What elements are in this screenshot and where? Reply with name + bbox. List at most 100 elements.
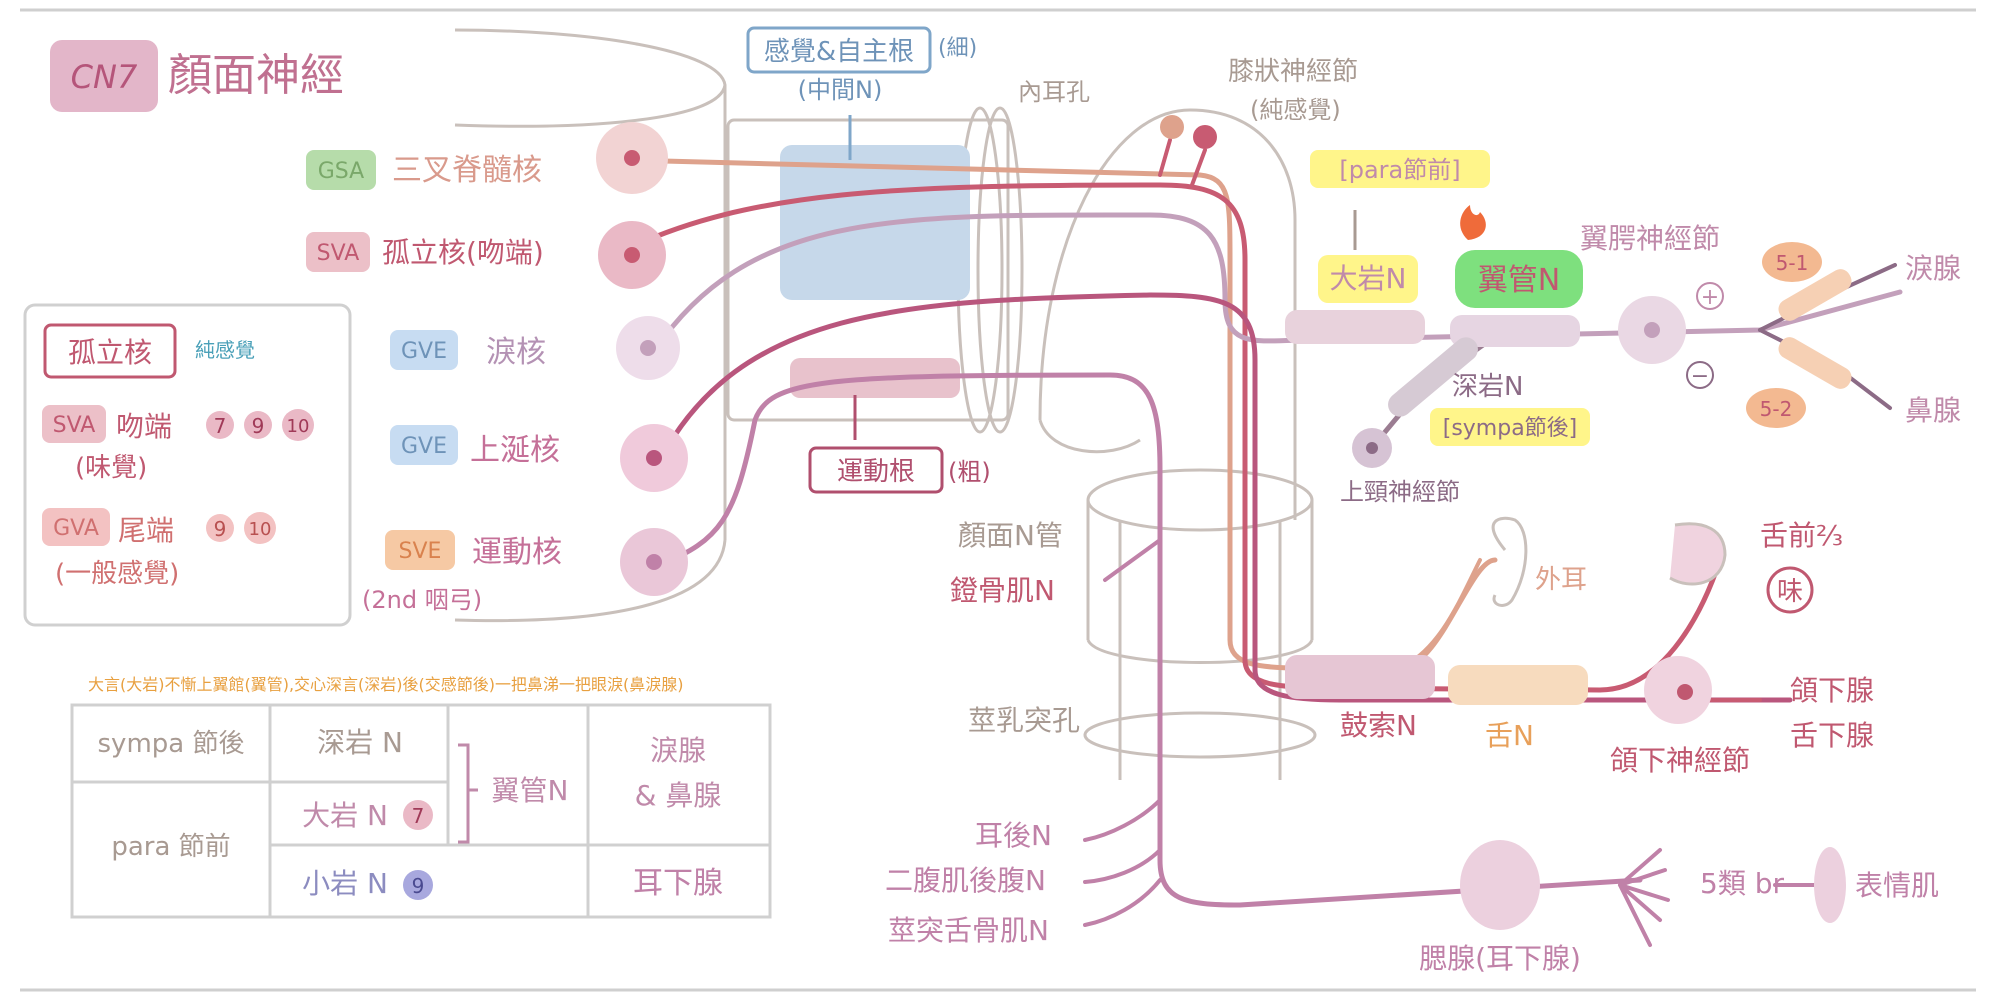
table-lesser-num-circle: [403, 870, 433, 900]
geniculate-note: (純感覺): [1250, 96, 1341, 124]
legend: 孤立核 純感覺 SVA 吻端 7 9 10 (味覺) GVA 尾端 9 10 (…: [23, 303, 352, 627]
tag-gve-1: [390, 330, 458, 370]
nuclei-labels: GSA 三叉脊髓核 SVA 孤立核(吻端) GVE 淚核 GVE 上涎核 SVE…: [306, 150, 562, 614]
minus-sign: −: [1691, 364, 1709, 389]
tag-sva-text: SVA: [317, 241, 360, 266]
title-badge-text: CN7: [71, 58, 138, 96]
deep-petrosal-label: 深岩N: [1452, 372, 1523, 402]
canal-label: 顏面N管: [958, 519, 1063, 552]
taste-circle: [1766, 566, 1814, 614]
submandibular-ganglion-label: 頜下神經節: [1610, 744, 1750, 777]
fiber-stylohyoid: [1083, 878, 1162, 927]
root-labels: 感覺&自主根 (細) (中間N) 運動根 (粗): [746, 26, 991, 494]
legend-gva-label: 尾端: [118, 514, 174, 547]
fiber-geniculate-1: [1158, 138, 1172, 177]
nucleus-gsa-dot: [624, 150, 640, 166]
legend-gva-num-1-circle: [206, 514, 234, 542]
nucleus-salivatory-dot: [646, 450, 662, 466]
legend-gva-note: (一般感覺): [55, 559, 179, 589]
nasal-gland-label: 鼻腺: [1905, 394, 1961, 427]
deep-petrosal-segment: [1388, 337, 1478, 417]
legend-gva-num-1: 9: [214, 517, 227, 541]
submandibular-dot: [1677, 684, 1693, 700]
superior-cervical-label: 上頸神經節: [1340, 478, 1460, 506]
table-vidian: 翼管N: [492, 774, 569, 807]
vidian-highlight: [1455, 250, 1583, 308]
table-frame: [70, 703, 772, 919]
lacrimal-gland-label: 淚腺: [1905, 252, 1961, 285]
parotid-label: 腮腺(耳下腺): [1419, 942, 1581, 975]
legend-sva-num-2-circle: [244, 411, 272, 439]
digastric-label: 二腹肌後腹N: [885, 864, 1046, 897]
title-badge: [50, 40, 158, 112]
geniculate-label: 膝狀神經節: [1228, 57, 1358, 87]
geniculate-body-1: [1160, 115, 1184, 139]
table-lacrimal-nasal-1: 淚腺: [650, 734, 706, 767]
nucleus-lacrimal-dot: [640, 340, 656, 356]
nucleus-lacrimal-name: 淚核: [486, 335, 546, 370]
lacrimal-branch-band: [1778, 269, 1852, 321]
table-lesser-petrosal: 小岩 N: [302, 867, 388, 900]
greater-petrosal-highlight: [1318, 255, 1418, 303]
nuclei-circles: [596, 115, 1217, 596]
nasal-tag: 5-2: [1760, 397, 1793, 421]
facial-canal: [1083, 468, 1317, 780]
vidian-label: 翼管N: [1478, 263, 1560, 298]
tongue-icon: [1669, 522, 1727, 586]
fiber-stapedius: [1103, 538, 1162, 582]
fiber-digastric: [1083, 848, 1162, 884]
motor-root-label-box: [808, 446, 944, 494]
lacrimal-tag: 5-1: [1776, 251, 1809, 275]
legend-sva-num-3: 10: [287, 416, 310, 437]
parotid-gland: [1460, 840, 1540, 930]
legend-sva-num-3-circle: [282, 409, 314, 441]
taste-label: 味: [1777, 577, 1803, 607]
facial-muscles-label: 表情肌: [1855, 869, 1939, 902]
table-para: para 節前: [111, 832, 230, 862]
brainstem: [454, 28, 727, 623]
fiber-salivatory: [657, 292, 1793, 703]
motor-branches: 鐙骨肌N 耳後N 二腹肌後腹N 莖突舌骨肌N 腮腺(耳下腺) 5類 br 表情肌: [885, 574, 1939, 975]
table-greater-num: 7: [412, 804, 425, 828]
legend-tag-gva-text: GVA: [53, 516, 99, 541]
meatus-label: 內耳孔: [1018, 78, 1090, 106]
landmarks: 內耳孔 膝狀神經節 (純感覺) 顏面N管 莖乳突孔: [958, 57, 1358, 737]
pterygopalatine-label: 翼腭神經節: [1580, 222, 1720, 255]
table-greater-petrosal: 大岩 N: [302, 799, 388, 832]
legend-tag-sva: [42, 405, 106, 443]
superior-cervical-dot: [1366, 442, 1378, 454]
lingual-segment: [1448, 665, 1588, 705]
lingual-label: 舌N: [1485, 719, 1534, 752]
fiber-lacrimal: [652, 212, 1903, 353]
tag-gsa: [306, 150, 376, 190]
legend-sva-label: 吻端: [116, 410, 172, 443]
pterygopalatine-region: [para節前] 大岩N 翼管N 上頸神經節 深岩N [sympa節後] 翼腭神…: [1285, 150, 1961, 506]
tag-gsa-text: GSA: [318, 159, 364, 184]
nucleus-motor-dot: [646, 554, 662, 570]
legend-sva-num-2: 9: [252, 414, 265, 438]
sensory-root-note: (細): [938, 36, 977, 61]
fiber-sva: [622, 182, 1723, 693]
stylomastoid-label: 莖乳突孔: [968, 704, 1080, 737]
sensory-root-label: 感覺&自主根: [764, 37, 914, 67]
table-sympa: sympa 節後: [98, 729, 245, 759]
motor-root-note: (粗): [948, 458, 991, 486]
sensory-root-label-box: [746, 26, 932, 74]
five-br-label: 5類 br: [1700, 867, 1784, 900]
external-ear-label: 外耳: [1535, 565, 1587, 595]
legend-gva-num-2-circle: [244, 512, 276, 544]
tag-gve-2-text: GVE: [401, 434, 447, 459]
vidian-segment: [1450, 315, 1580, 347]
tongue-label: 舌前⅔: [1760, 519, 1843, 552]
nucleus-sva-dot: [624, 247, 640, 263]
plus-sign: +: [1701, 285, 1719, 310]
chorda-region: 鼓索N 舌N 頜下神經節 頜下腺 舌下腺 外耳 舌前⅔ 味: [1285, 516, 1874, 777]
nucleus-gsa-name: 三叉脊髓核: [392, 153, 542, 188]
title-text: 顏面神經: [168, 50, 344, 101]
tag-sve-text: SVE: [399, 539, 442, 564]
table-deep-petrosal: 深岩 N: [317, 726, 403, 759]
chorda-label: 鼓索N: [1340, 709, 1417, 742]
lacrimal-tag-bg: [1762, 242, 1822, 282]
tag-sva: [306, 232, 370, 272]
